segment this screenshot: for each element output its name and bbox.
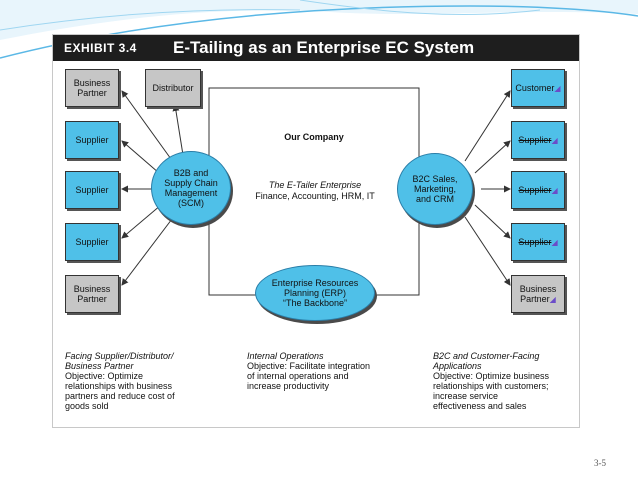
- arrow-scm-to-supplier-3: [121, 204, 162, 239]
- caption-right-body-2: relationships with customers;: [433, 381, 549, 391]
- revision-mark-icon: ◢: [551, 135, 558, 145]
- crm-line-3: and CRM: [415, 194, 454, 204]
- erp-line-3: “The Backbone”: [282, 298, 348, 308]
- caption-middle-body-1: Objective: Facilitate integration: [247, 361, 371, 371]
- exhibit-title-bar: EXHIBIT 3.4 E-Tailing as an Enterprise E…: [53, 35, 579, 61]
- revision-mark-icon: ◢: [551, 237, 558, 247]
- caption-left-body-1: Objective: Optimize: [65, 371, 144, 381]
- right-box-supplier-2: Supplier◢: [511, 171, 565, 209]
- exhibit-title: E-Tailing as an Enterprise EC System: [173, 38, 475, 57]
- erp-line-1: Enterprise Resources: [271, 278, 359, 288]
- arrow-crm-to-supplier-3: [474, 204, 511, 239]
- box-label: Customer: [515, 82, 555, 93]
- caption-left-heading-2: Business Partner: [65, 361, 134, 371]
- crm-line-2: Marketing,: [413, 184, 457, 194]
- arrow-crm-to-partner: [464, 216, 511, 286]
- caption-right: B2C and Customer-Facing Applications Obj…: [433, 351, 577, 411]
- erp-circle: Enterprise Resources Planning (ERP) “The…: [255, 265, 375, 321]
- caption-right-heading-2: Applications: [433, 361, 482, 371]
- crm-line-1: B2C Sales,: [412, 174, 458, 184]
- crm-circle: B2C Sales, Marketing, and CRM: [397, 153, 473, 225]
- left-box-supplier-2: Supplier: [65, 171, 119, 209]
- arrow-scm-to-supplier-1: [121, 140, 160, 174]
- distributor-label: Distributor: [152, 83, 194, 93]
- page-number: 3-5: [594, 458, 606, 468]
- box-label: Supplier: [75, 185, 109, 195]
- erp-line-2: Planning (ERP): [283, 288, 347, 298]
- box-label-line-2: Partner: [77, 88, 107, 98]
- right-box-customer: Customer◢: [511, 69, 565, 107]
- caption-left-body-4: goods sold: [65, 401, 109, 411]
- left-box-supplier-3: Supplier: [65, 223, 119, 261]
- enterprise-functions: Finance, Accounting, HRM, IT: [255, 191, 375, 201]
- box-label-line-1: Business: [519, 283, 557, 294]
- caption-right-body-4: effectiveness and sales: [433, 401, 527, 411]
- left-box-supplier-1: Supplier: [65, 121, 119, 159]
- arrow-scm-to-partner-bottom: [121, 214, 176, 286]
- scm-line-2: Supply Chain: [164, 178, 218, 188]
- revision-mark-icon: ◢: [554, 83, 561, 93]
- box-label-line-2: Partner: [77, 294, 107, 304]
- revision-mark-icon: ◢: [549, 294, 556, 304]
- company-label: Our Company: [284, 132, 344, 142]
- box-label-line-1: Business: [73, 284, 111, 294]
- scm-line-4: (SCM): [178, 198, 204, 208]
- arrow-scm-to-partner-top: [121, 90, 172, 160]
- box-label-line-1: Business: [73, 78, 111, 88]
- box-label: Supplier: [518, 236, 552, 247]
- box-label: Supplier: [75, 135, 109, 145]
- caption-left: Facing Supplier/Distributor/ Business Pa…: [65, 351, 215, 411]
- caption-right-heading-1: B2C and Customer-Facing: [433, 351, 540, 361]
- box-label: Supplier: [75, 237, 109, 247]
- caption-left-body-3: partners and reduce cost of: [65, 391, 175, 401]
- box-label: Supplier: [518, 134, 552, 145]
- caption-left-heading-1: Facing Supplier/Distributor/: [65, 351, 174, 361]
- exhibit-number: EXHIBIT 3.4: [64, 41, 137, 55]
- box-label-line-2: Partner: [520, 293, 550, 304]
- caption-middle: Internal Operations Objective: Facilitat…: [247, 351, 407, 391]
- enterprise-title: The E-Tailer Enterprise: [268, 180, 362, 190]
- scm-line-3: Management: [164, 188, 218, 198]
- arrow-crm-to-customer: [464, 90, 511, 162]
- caption-middle-body-2: of internal operations and: [247, 371, 349, 381]
- box-label: Supplier: [518, 184, 552, 195]
- right-box-supplier-1: Supplier◢: [511, 121, 565, 159]
- right-box-supplier-3: Supplier◢: [511, 223, 565, 261]
- caption-right-body-1: Objective: Optimize business: [433, 371, 550, 381]
- exhibit-figure: EXHIBIT 3.4 E-Tailing as an Enterprise E…: [52, 34, 580, 428]
- caption-left-body-2: relationships with business: [65, 381, 173, 391]
- distributor-box: Distributor: [145, 69, 201, 107]
- revision-mark-icon: ◢: [551, 185, 558, 195]
- arrow-scm-to-distributor: [172, 104, 184, 156]
- caption-middle-heading-1: Internal Operations: [247, 351, 324, 361]
- caption-right-body-3: increase service: [433, 391, 499, 401]
- caption-middle-body-3: increase productivity: [247, 381, 330, 391]
- scm-circle: B2B and Supply Chain Management (SCM): [151, 151, 231, 225]
- arrow-crm-to-supplier-1: [474, 140, 511, 174]
- scm-line-1: B2B and: [173, 168, 209, 178]
